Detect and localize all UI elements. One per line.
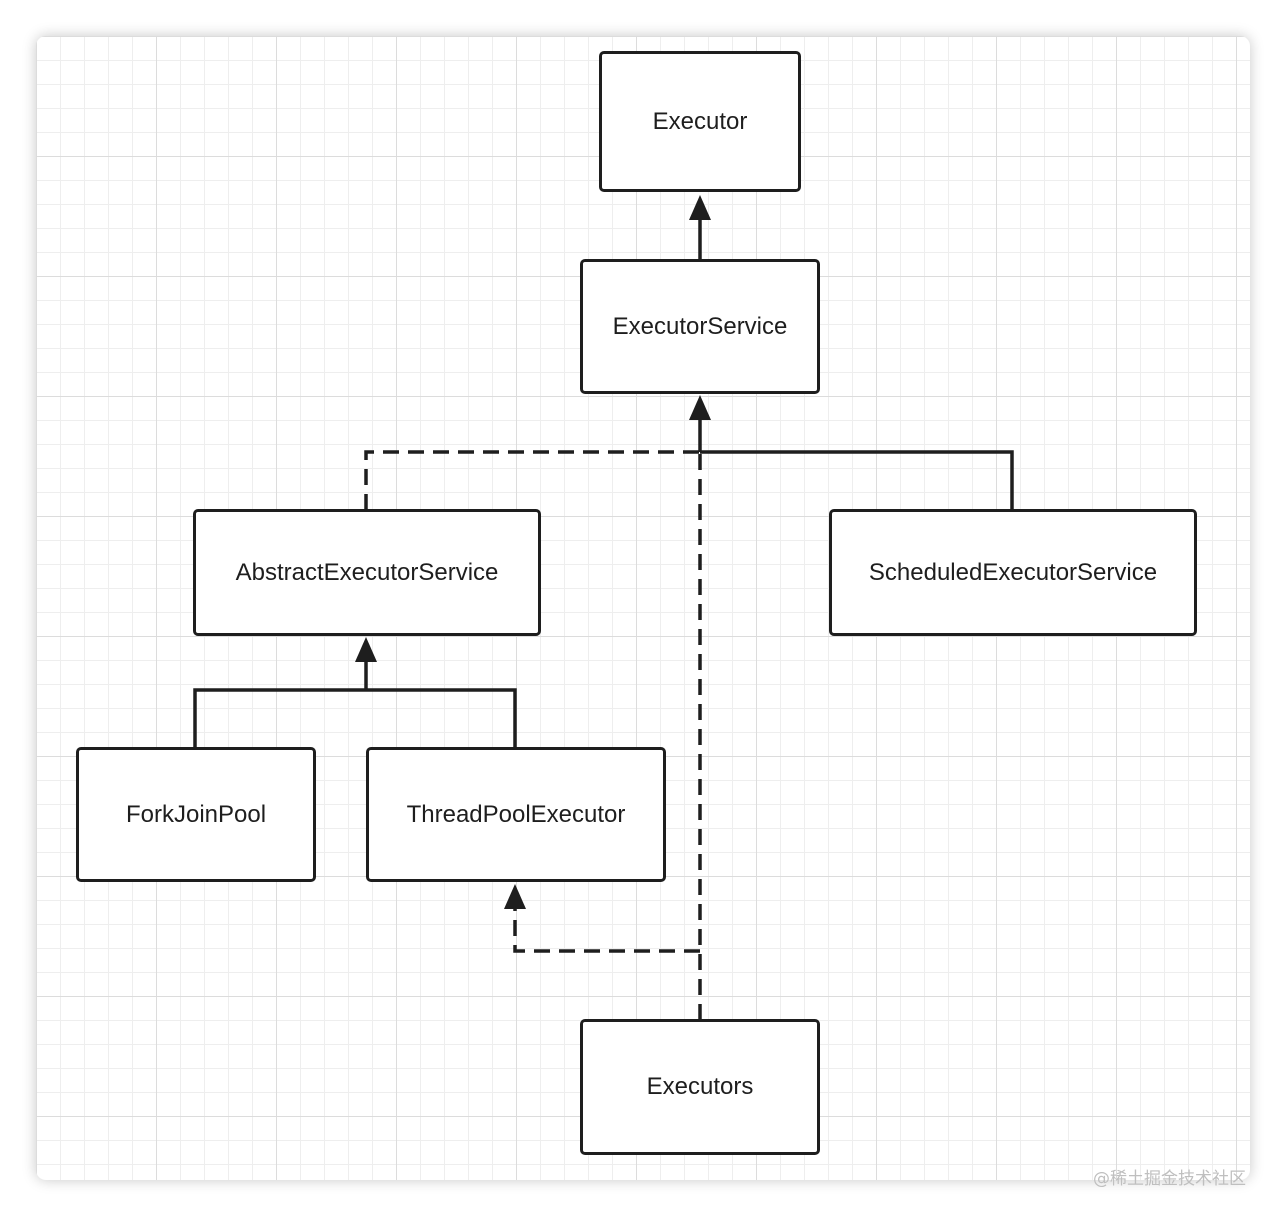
node-abstract-executor-service-label: AbstractExecutorService: [235, 558, 499, 586]
watermark: @稀土掘金技术社区: [1093, 1169, 1246, 1189]
node-fork-join-pool: ForkJoinPool: [76, 747, 316, 882]
edge-threadpoolexecutor-to-abstract: [366, 688, 517, 748]
arrowhead-into-threadpoolexecutor: [504, 884, 526, 909]
edge-scheduled-to-executorservice: [700, 450, 1014, 510]
edge-forkjoinpool-to-abstract: [193, 688, 366, 748]
edge-executors-to-threadpoolexecutor: [513, 907, 700, 953]
edge-abstract-to-executorservice: [364, 450, 700, 510]
arrowhead-into-executorservice: [689, 395, 711, 452]
node-executor-service: ExecutorService: [580, 259, 820, 394]
node-thread-pool-executor: ThreadPoolExecutor: [366, 747, 666, 882]
edge-executorservice-to-executor: [689, 195, 711, 260]
node-thread-pool-executor-label: ThreadPoolExecutor: [406, 800, 626, 828]
node-executor: Executor: [599, 51, 801, 192]
node-executor-label: Executor: [652, 107, 748, 135]
node-scheduled-executor-service: ScheduledExecutorService: [829, 509, 1197, 636]
node-executor-service-label: ExecutorService: [612, 312, 788, 340]
node-scheduled-executor-service-label: ScheduledExecutorService: [868, 558, 1158, 586]
node-fork-join-pool-label: ForkJoinPool: [125, 800, 267, 828]
node-executors-label: Executors: [646, 1073, 754, 1100]
node-executors: Executors: [580, 1019, 820, 1155]
node-abstract-executor-service: AbstractExecutorService: [193, 509, 541, 636]
arrowhead-into-abstract: [355, 637, 377, 662]
